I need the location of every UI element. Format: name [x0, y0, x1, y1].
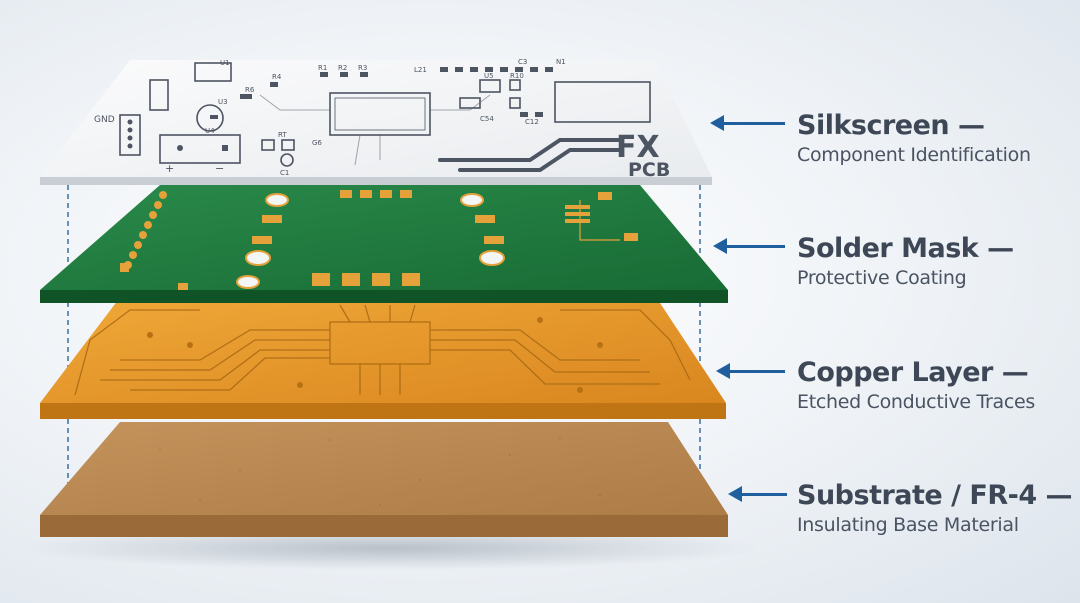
- silk-label-u4: U4: [205, 127, 215, 135]
- layer-subtitle-silkscreen: Component Identification: [797, 144, 1031, 166]
- layer-subtitle-substrate: Insulating Base Material: [797, 514, 1019, 536]
- arrow-copper: [716, 363, 785, 379]
- label-copper: Copper Layer — Etched Conductive Traces: [797, 357, 1035, 415]
- layer-subtitle-copper: Etched Conductive Traces: [797, 391, 1036, 413]
- solder-mask-layer: [40, 185, 728, 303]
- silk-label-c3: C3: [518, 58, 527, 66]
- arrow-silkscreen: [710, 115, 785, 131]
- layer-title-copper: Copper Layer —: [797, 357, 1029, 388]
- layer-title-solder-mask: Solder Mask —: [797, 233, 1014, 264]
- arrow-solder-mask: [713, 238, 785, 254]
- fxpcb-logo-sub: PCB: [628, 159, 670, 181]
- silk-label-r1: R1: [318, 64, 327, 72]
- silk-label-plus: +: [165, 162, 174, 175]
- silk-label-g6: G6: [312, 139, 322, 147]
- silk-label-n1: N1: [556, 58, 566, 66]
- label-silkscreen: Silkscreen — Component Identification: [797, 110, 1031, 168]
- silk-label-rt: RT: [278, 131, 287, 139]
- silk-label-r3: R3: [358, 64, 367, 72]
- silk-label-r10: R10: [510, 72, 524, 80]
- fxpcb-logo: FX: [616, 130, 660, 165]
- layer-title-substrate: Substrate / FR-4 —: [797, 480, 1073, 511]
- silkscreen-layer: FX PCB GND U1 U3 U4 R1 R2 R3 R4 R6 RT G6…: [40, 58, 712, 185]
- silk-label-c54: C54: [480, 115, 494, 123]
- silk-label-u3: U3: [218, 98, 228, 106]
- silk-label-r4: R4: [272, 73, 282, 81]
- layer-title-silkscreen: Silkscreen —: [797, 110, 985, 141]
- silk-label-gnd: GND: [94, 115, 115, 125]
- substrate-layer: [40, 422, 728, 537]
- silk-label-u1: U1: [220, 59, 230, 67]
- layer-subtitle-solder-mask: Protective Coating: [797, 267, 967, 289]
- alignment-guides: [67, 185, 701, 490]
- label-substrate: Substrate / FR-4 — Insulating Base Mater…: [797, 480, 1073, 538]
- silk-label-c1: C1: [280, 169, 289, 177]
- silk-label-r6: R6: [245, 86, 255, 94]
- silk-label-u5: U5: [484, 72, 494, 80]
- silk-label-l21: L21: [414, 66, 427, 74]
- silk-label-minus: −: [215, 162, 224, 175]
- arrow-substrate: [728, 486, 787, 502]
- silk-label-c12: C12: [525, 118, 539, 126]
- copper-layer: [40, 300, 726, 419]
- label-solder-mask: Solder Mask — Protective Coating: [797, 233, 1014, 291]
- silk-label-r2: R2: [338, 64, 347, 72]
